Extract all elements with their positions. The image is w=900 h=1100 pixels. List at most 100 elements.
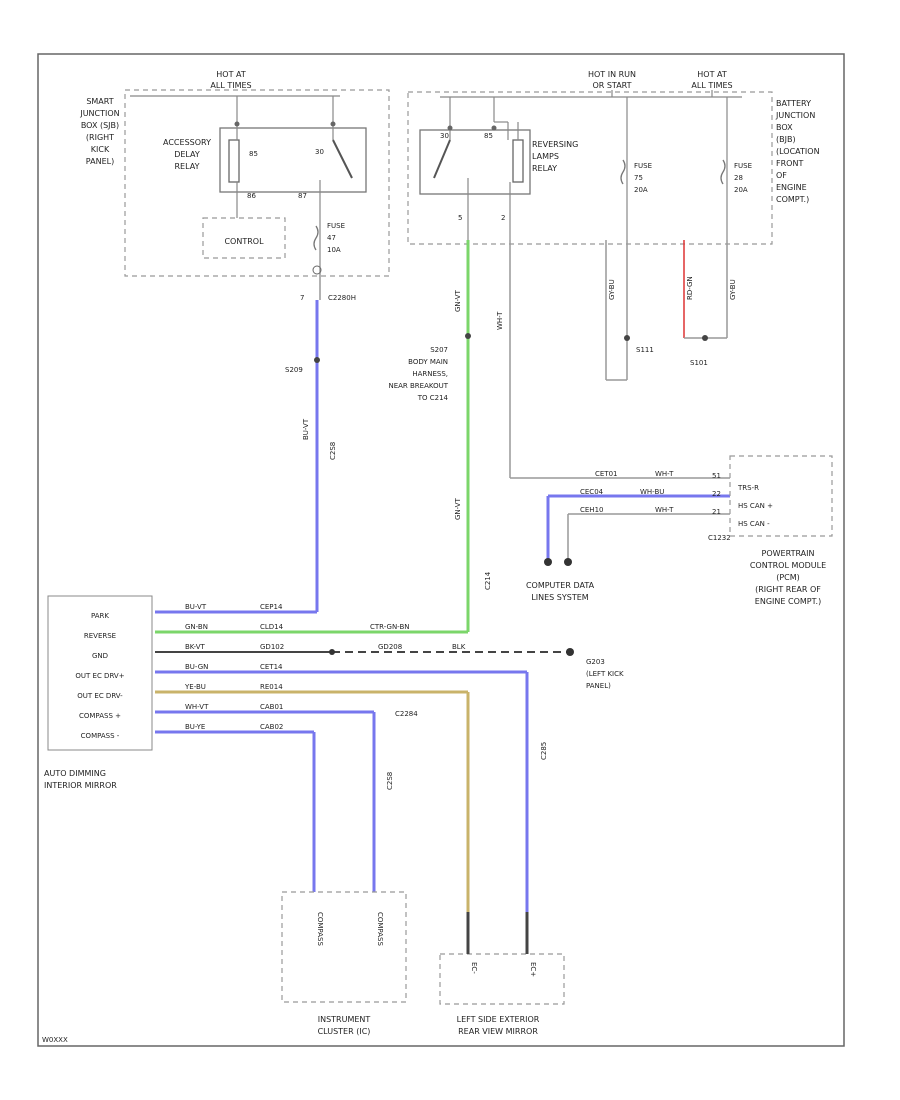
svg-text:REVERSE: REVERSE (84, 632, 116, 640)
body-main-label: S207 BODY MAIN HARNESS, NEAR BREAKOUT TO… (388, 346, 448, 402)
svg-text:CEH10: CEH10 (580, 506, 603, 514)
svg-text:JUNCTION: JUNCTION (79, 109, 119, 118)
mirror-name-2: INTERIOR MIRROR (44, 781, 117, 790)
svg-text:RE014: RE014 (260, 683, 283, 691)
svg-text:RD-GN: RD-GN (686, 276, 694, 300)
svg-text:CAB02: CAB02 (260, 723, 283, 731)
svg-text:22: 22 (712, 490, 721, 498)
svg-text:NEAR BREAKOUT: NEAR BREAKOUT (388, 382, 448, 390)
svg-text:BU-VT: BU-VT (302, 418, 310, 440)
svg-text:GND: GND (92, 652, 108, 660)
svg-text:GY-BU: GY-BU (608, 279, 616, 300)
svg-text:REVERSING: REVERSING (532, 140, 578, 149)
pcm-box (729, 455, 833, 537)
svg-text:CONTROL MODULE: CONTROL MODULE (750, 561, 826, 570)
svg-text:CET01: CET01 (595, 470, 618, 478)
svg-text:(LOCATION: (LOCATION (776, 147, 820, 156)
svg-text:ACCESSORY: ACCESSORY (163, 138, 211, 147)
svg-text:RELAY: RELAY (532, 164, 557, 173)
svg-text:YE-BU: YE-BU (184, 683, 206, 691)
svg-text:ENGINE: ENGINE (776, 183, 807, 192)
instrument-cluster-box (281, 891, 407, 1003)
svg-text:EC+: EC+ (529, 962, 537, 977)
svg-text:LINES SYSTEM: LINES SYSTEM (531, 593, 588, 602)
hot-acc-label: HOT AT (216, 70, 246, 79)
svg-text:DELAY: DELAY (174, 150, 200, 159)
svg-text:BU-GN: BU-GN (185, 663, 208, 671)
svg-text:WH-T: WH-T (655, 470, 674, 478)
svg-text:GD208: GD208 (378, 643, 402, 651)
svg-text:(PCM): (PCM) (776, 573, 800, 582)
svg-text:FUSE: FUSE (634, 162, 652, 170)
computer-data-label: COMPUTER DATA LINES SYSTEM (526, 581, 595, 602)
hot-run-label: HOT IN RUN (588, 70, 636, 79)
c1232-label: C1232 (708, 534, 731, 542)
s101-label: S101 (690, 359, 708, 367)
svg-text:G203: G203 (586, 658, 605, 666)
c2284-label: C2284 (395, 710, 418, 718)
sjb-label: SMART JUNCTION BOX (SJB) (RIGHT KICK PAN… (79, 97, 119, 166)
svg-text:PANEL): PANEL) (586, 682, 611, 690)
svg-text:CLD14: CLD14 (260, 623, 284, 631)
c214-label: C214 (484, 571, 492, 590)
c285-label: C285 (540, 742, 548, 760)
svg-text:ENGINE COMPT.): ENGINE COMPT.) (755, 597, 821, 606)
svg-text:30: 30 (440, 132, 449, 140)
frame-code: W0XXX (42, 1036, 68, 1044)
hot-all-label: HOT AT (697, 70, 727, 79)
svg-text:SMART: SMART (86, 97, 113, 106)
left-mirror-label: LEFT SIDE EXTERIOR REAR VIEW MIRROR (457, 1015, 540, 1036)
svg-text:OF: OF (776, 171, 787, 180)
svg-text:85: 85 (484, 132, 493, 140)
svg-text:LAMPS: LAMPS (532, 152, 559, 161)
svg-text:JUNCTION: JUNCTION (775, 111, 815, 120)
pcm-label: POWERTRAIN CONTROL MODULE (PCM) (RIGHT R… (750, 549, 826, 606)
svg-text:LEFT SIDE EXTERIOR: LEFT SIDE EXTERIOR (457, 1015, 540, 1024)
svg-text:S207: S207 (430, 346, 448, 354)
svg-text:BOX (SJB): BOX (SJB) (81, 121, 119, 130)
svg-text:BU-YE: BU-YE (185, 723, 205, 731)
svg-text:(LEFT KICK: (LEFT KICK (586, 670, 624, 678)
hot-run-label-2: OR START (592, 81, 631, 90)
svg-text:85: 85 (249, 150, 258, 158)
svg-text:PANEL): PANEL) (86, 157, 114, 166)
svg-text:GN-VT: GN-VT (454, 497, 462, 520)
svg-text:47: 47 (327, 234, 336, 242)
mirror-name: AUTO DIMMING (44, 769, 106, 778)
left-mirror-box (439, 953, 565, 1005)
svg-text:COMPT.): COMPT.) (776, 195, 809, 204)
svg-text:WH-BU: WH-BU (640, 488, 664, 496)
interior-mirror-box (47, 595, 153, 751)
svg-text:BK-VT: BK-VT (185, 643, 206, 651)
svg-text:CET14: CET14 (260, 663, 283, 671)
svg-text:C2S8: C2S8 (386, 772, 394, 790)
svg-text:FUSE: FUSE (327, 222, 345, 230)
svg-text:BLK: BLK (452, 643, 466, 651)
svg-text:10A: 10A (327, 246, 341, 254)
svg-text:BOX: BOX (776, 123, 793, 132)
svg-text:BU-VT: BU-VT (185, 603, 207, 611)
svg-text:30: 30 (315, 148, 324, 156)
control-label: CONTROL (224, 237, 264, 246)
s111-label: S111 (636, 346, 654, 354)
sjb-box (124, 89, 390, 277)
svg-text:5: 5 (458, 214, 462, 222)
bjb-label: BATTERY JUNCTION BOX (BJB) (LOCATION FRO… (775, 99, 820, 204)
svg-text:COMPASS: COMPASS (316, 912, 324, 946)
svg-text:COMPASS: COMPASS (376, 912, 384, 946)
svg-text:CAB01: CAB01 (260, 703, 283, 711)
svg-text:CLUSTER (IC): CLUSTER (IC) (318, 1027, 371, 1036)
svg-text:INSTRUMENT: INSTRUMENT (318, 1015, 371, 1024)
svg-text:28: 28 (734, 174, 743, 182)
control-box (202, 217, 286, 259)
bjb-box (407, 91, 773, 245)
hot-acc-label-2: ALL TIMES (210, 81, 251, 90)
svg-text:87: 87 (298, 192, 307, 200)
svg-text:WH-T: WH-T (655, 506, 674, 514)
svg-text:BATTERY: BATTERY (776, 99, 811, 108)
svg-text:POWERTRAIN: POWERTRAIN (762, 549, 815, 558)
svg-text:(RIGHT REAR OF: (RIGHT REAR OF (755, 585, 821, 594)
svg-text:HS CAN +: HS CAN + (738, 502, 773, 510)
g203-label: G203 (LEFT KICK PANEL) (586, 658, 624, 690)
